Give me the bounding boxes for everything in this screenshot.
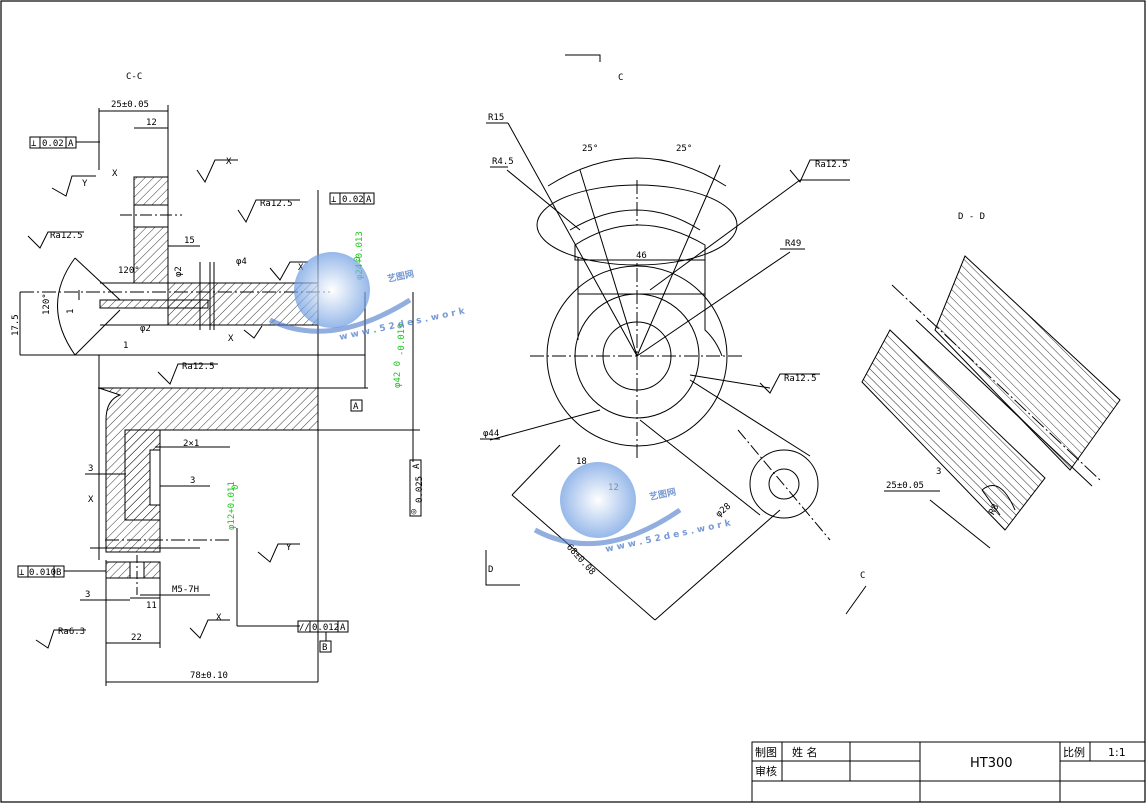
watermark-2: 艺图网 w w w . 5 2 d e s . w o r k	[533, 462, 733, 555]
dim-1a: 1	[66, 309, 76, 314]
rough-ra3: Ra12.5	[182, 362, 215, 372]
dim-46: 46	[636, 251, 647, 261]
gdt-perp2-val: 0.02	[342, 195, 364, 205]
gdt-perp2-ref: A	[366, 195, 372, 205]
dim-2x1: 2×1	[183, 439, 199, 449]
dim-120b: 120°	[42, 293, 52, 315]
dim-18: 18	[576, 457, 587, 467]
gdt-perp1-sym: ⊥	[31, 139, 37, 149]
tol-phi42-lower: -0.019	[397, 323, 407, 356]
gdt-perp3-val: 0.010	[29, 568, 56, 578]
label-a25a: 25°	[582, 144, 598, 154]
main-ra1: Ra12.5	[815, 160, 848, 170]
rough-y2: Y	[286, 543, 292, 553]
dim-22: 22	[131, 633, 142, 643]
label-r15: R15	[488, 113, 504, 123]
title-block: 制图 姓 名 审核 HT300 比例 1:1	[751, 741, 1146, 803]
watermark-logo: 艺图网	[386, 268, 415, 285]
gdt-par-ref: A	[340, 623, 346, 633]
dim-3a: 3	[88, 464, 93, 474]
watermark-globe-icon-2	[560, 462, 636, 538]
dim-phi2b: φ2	[140, 324, 151, 334]
tol-phi24: φ24+0.013	[355, 231, 365, 280]
dim-78: 78±0.10	[190, 671, 228, 681]
section-view-cc: C-C 25±0.05 12 15 φ4 φ2 φ2 120° 120° 17.	[11, 72, 425, 686]
tb-scale: 1:1	[1108, 746, 1126, 759]
section-d: D	[488, 565, 493, 575]
dim-phi28: φ28	[714, 502, 733, 520]
watermark-logo-2: 艺图网	[648, 486, 677, 503]
rough-y1: Y	[82, 179, 88, 189]
dd-dim-25: 25±0.05	[886, 481, 924, 491]
dim-m5: M5-7H	[172, 585, 199, 595]
dd-dim-r8: R8	[987, 503, 1001, 517]
gdt-perp1-ref: A	[68, 139, 74, 149]
tb-drawn: 制图	[755, 746, 777, 759]
rough-x5: X	[88, 495, 94, 505]
tol-phi12: φ12+0.011	[227, 481, 237, 530]
gdt-perp3-sym: ⊥	[19, 568, 25, 578]
rough-x6: X	[112, 169, 118, 179]
dim-15: 15	[184, 236, 195, 246]
datum-b: B	[322, 643, 327, 653]
cc-title: C-C	[126, 72, 142, 82]
dd-title: D - D	[958, 212, 985, 222]
label-r49: R49	[785, 239, 801, 249]
gdt-par-sym: //	[299, 623, 310, 633]
rough-x4: X	[216, 613, 222, 623]
tb-name: 姓 名	[792, 745, 818, 759]
dim-68: 68±0.08	[564, 543, 597, 578]
watermark-globe-icon	[294, 252, 370, 328]
rough-ra2: Ra12.5	[50, 231, 83, 241]
rough-x2: X	[298, 263, 304, 273]
tol-phi12-lower: 0	[231, 485, 241, 490]
rough-x3: X	[228, 334, 234, 344]
label-a25b: 25°	[676, 144, 692, 154]
section-c-top: C	[618, 73, 623, 83]
tb-checked: 审核	[755, 764, 777, 778]
tol-phi42: φ42 0	[393, 361, 403, 388]
dim-17.5: 17.5	[11, 314, 21, 336]
gdt-par-val: 0.012	[312, 623, 339, 633]
rough-x1: X	[226, 157, 232, 167]
dim-12: 12	[146, 118, 157, 128]
dim-phi2a: φ2	[174, 266, 184, 277]
dim-25: 25±0.05	[111, 100, 149, 110]
dim-3b: 3	[190, 476, 195, 486]
tb-material: HT300	[970, 756, 1013, 771]
dim-3c: 3	[85, 590, 90, 600]
section-view-dd: D - D 25±0.05 3 R8	[861, 212, 1121, 549]
tol-phi24-lower: 0	[353, 257, 363, 262]
section-c-bottom: C	[860, 571, 865, 581]
rough-ra1: Ra12.5	[260, 199, 293, 209]
rough-ra4: Ra6.3	[58, 627, 85, 637]
main-ra2: Ra12.5	[784, 374, 817, 384]
gdt-circ-val: 0.025	[415, 476, 425, 503]
gdt-perp1-val: 0.02	[42, 139, 64, 149]
dim-120a: 120°	[118, 266, 140, 276]
gdt-circ-sym: ◎	[411, 507, 417, 517]
label-phi44: φ44	[483, 429, 499, 439]
main-view: C 46 R15 R4.5 R49	[480, 54, 867, 621]
gdt-perp2-sym: ⊥	[331, 195, 337, 205]
dd-dim-3: 3	[936, 467, 941, 477]
dim-11: 11	[146, 601, 157, 611]
gdt-circ-ref: A	[412, 463, 422, 469]
dim-phi4: φ4	[236, 257, 247, 267]
datum-a: A	[353, 402, 359, 412]
gdt-perp3-ref: B	[56, 568, 61, 578]
dim-1b: 1	[123, 341, 128, 351]
label-r45: R4.5	[492, 157, 514, 167]
tb-scale-label: 比例	[1063, 745, 1085, 759]
